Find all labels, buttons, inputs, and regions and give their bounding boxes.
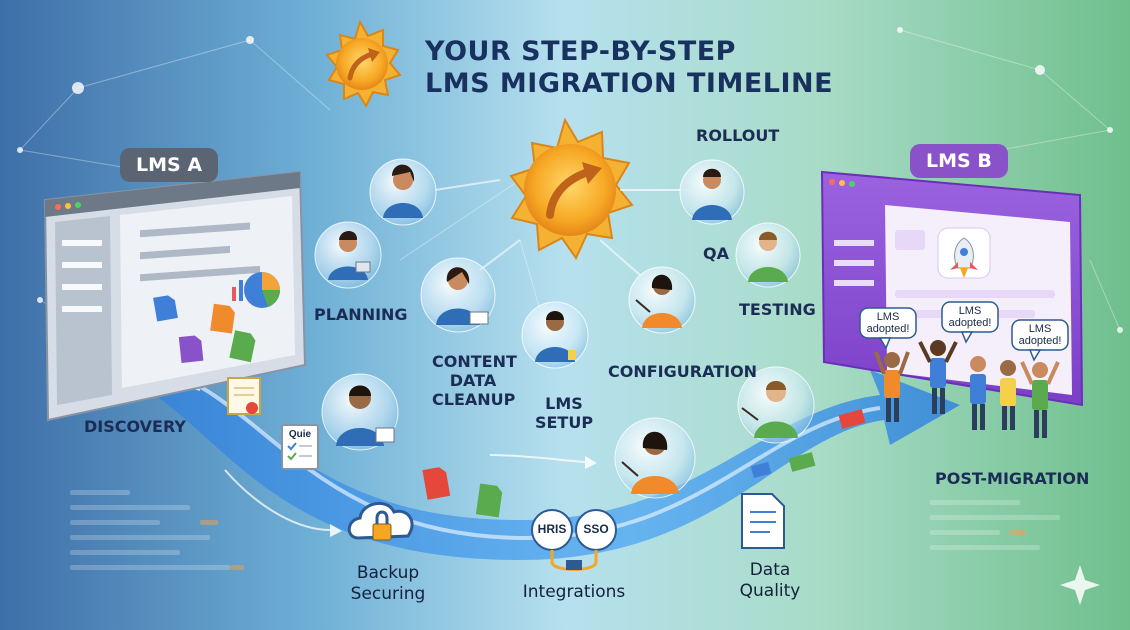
sun-arrow-icon-large (509, 117, 634, 261)
lms-a-badge: LMS A (120, 148, 219, 182)
floating-files (153, 295, 866, 518)
stage-lms-setup-line2: SETUP (534, 413, 594, 432)
stage-content-line2: DATA (449, 371, 497, 390)
stage-planning: PLANNING (314, 305, 408, 324)
speech-bubble-1-line1: LMS (876, 311, 900, 323)
stage-lms-setup-line1: LMS (545, 394, 583, 413)
step-data-quality-line1: Data (749, 560, 791, 580)
cloud-lock-icon (347, 502, 414, 541)
speech-bubble-3-line1: LMS (1028, 323, 1052, 335)
speech-bubble-3-line2: adopted! (1018, 335, 1062, 347)
team-member-bubbles (314, 158, 815, 499)
step-backup-line2: Securing (350, 584, 426, 604)
title-line-1: YOUR STEP-BY-STEP (425, 36, 736, 67)
stage-qa: QA (703, 244, 729, 263)
stage-content-line3: CLEANUP (432, 390, 516, 409)
sparkle-icon (1060, 565, 1100, 605)
speech-bubble-2-line2: adopted! (948, 317, 992, 329)
stage-post-migration: POST-MIGRATION (935, 469, 1090, 488)
sun-arrow-icon (325, 19, 402, 109)
lms-b-badge: LMS B (910, 144, 1008, 178)
certificate-icon (227, 377, 261, 415)
title-line-2: LMS MIGRATION TIMELINE (425, 68, 834, 99)
stage-rollout: ROLLOUT (696, 126, 780, 145)
step-integrations: Integrations (522, 582, 626, 602)
pie-chart-icon (232, 272, 281, 308)
stage-configuration: CONFIGURATION (608, 362, 758, 381)
migration-flow-arrow (140, 360, 960, 560)
sso-chip: SSO (583, 522, 609, 536)
speech-bubble-2-line1: LMS (958, 305, 982, 317)
speech-bubbles (859, 301, 1069, 362)
celebrating-people (874, 340, 1060, 438)
speech-bubble-1-line2: adopted! (866, 323, 910, 335)
hris-chip: HRIS (537, 522, 567, 536)
document-icon (741, 493, 785, 549)
step-data-quality-line2: Quality (739, 581, 801, 601)
stage-discovery: DISCOVERY (84, 417, 187, 436)
stage-content-line1: CONTENT (432, 352, 517, 371)
plug-icon (531, 509, 617, 571)
rocket-icon (937, 227, 991, 279)
step-backup-line1: Backup (356, 563, 420, 583)
code-decoration (70, 490, 1060, 570)
checklist-icon (281, 424, 319, 470)
checklist-label: Quie (288, 429, 312, 440)
stage-testing: TESTING (739, 300, 816, 319)
